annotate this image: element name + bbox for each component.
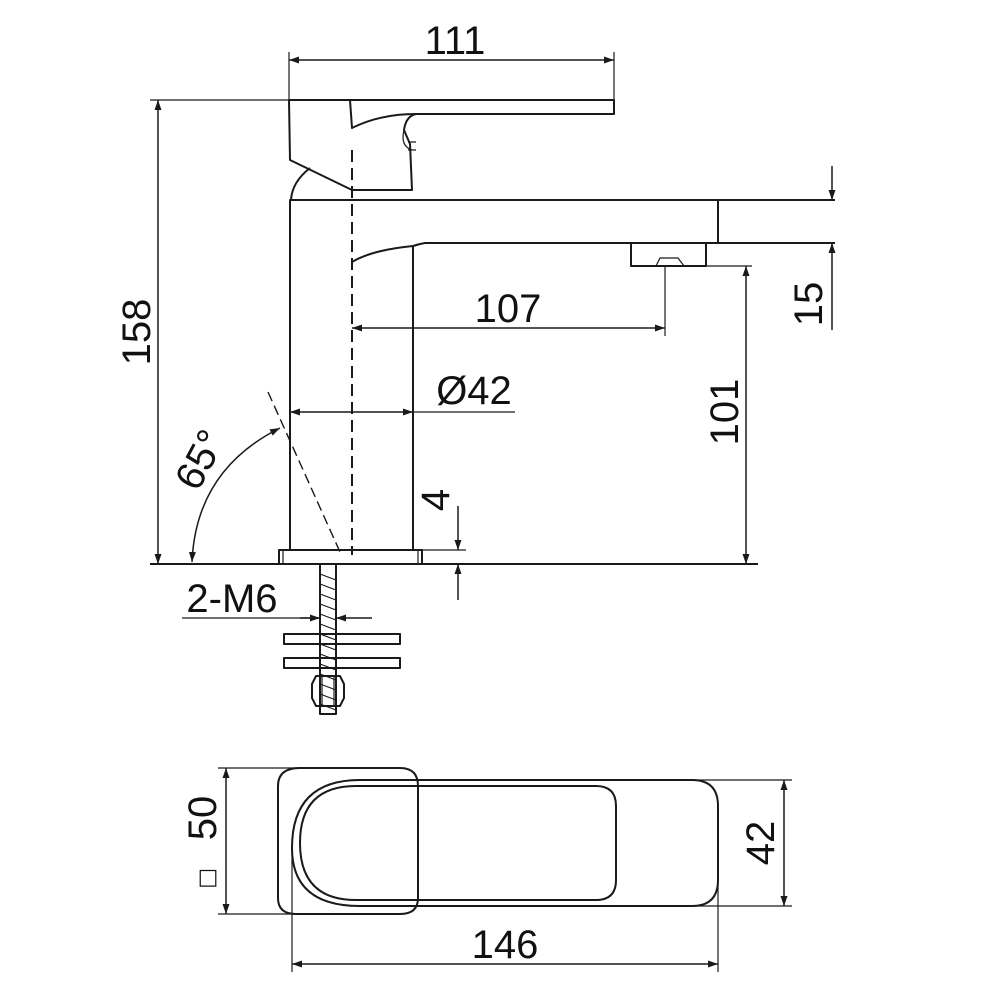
dim-base-width: 50 □ bbox=[181, 767, 300, 915]
dim-label-50: 50 bbox=[181, 796, 225, 841]
dim-label-4: 4 bbox=[414, 489, 458, 511]
dim-label-158: 158 bbox=[115, 299, 159, 366]
dim-spout-clearance: 101 bbox=[703, 266, 750, 564]
dim-label-15: 15 bbox=[787, 282, 831, 327]
dim-body-diameter: Ø42 bbox=[290, 369, 515, 416]
top-view-base-outline bbox=[277, 767, 419, 915]
dim-label-42: 42 bbox=[739, 821, 783, 866]
dim-thread: 2-M6 bbox=[182, 577, 372, 622]
side-view: 111 158 107 Ø42 101 15 bbox=[115, 19, 836, 715]
dim-label-diameter-42: Ø42 bbox=[436, 369, 512, 413]
dim-label-146: 146 bbox=[472, 923, 539, 967]
dim-spout-reach: 107 bbox=[352, 266, 666, 336]
top-view: 50 □ 42 146 bbox=[181, 767, 792, 972]
square-symbol: □ bbox=[198, 865, 219, 890]
dim-total-height: 158 bbox=[115, 99, 289, 564]
dim-base-thickness: 4 bbox=[414, 489, 462, 600]
mounting-rod bbox=[283, 563, 401, 715]
dim-handle-width: 42 bbox=[692, 779, 792, 907]
dim-label-2-m6: 2-M6 bbox=[186, 577, 277, 621]
dim-label-101: 101 bbox=[703, 379, 747, 446]
dim-label-107: 107 bbox=[475, 287, 542, 331]
dim-length: 146 bbox=[291, 848, 719, 972]
faucet-body bbox=[289, 199, 835, 551]
dim-aerator-height: 15 bbox=[787, 166, 836, 330]
top-view-handle-inner bbox=[299, 785, 617, 901]
dim-label-65deg: 65° bbox=[167, 423, 234, 497]
angle-reference-line bbox=[267, 391, 341, 553]
dim-label-111: 111 bbox=[425, 19, 486, 63]
dim-top-width: 111 bbox=[288, 19, 615, 100]
aerator bbox=[630, 243, 752, 267]
dim-angle: 65° bbox=[167, 423, 281, 563]
top-view-handle-outline bbox=[291, 779, 719, 907]
lever-handle bbox=[288, 99, 615, 201]
base-plate bbox=[150, 549, 758, 565]
